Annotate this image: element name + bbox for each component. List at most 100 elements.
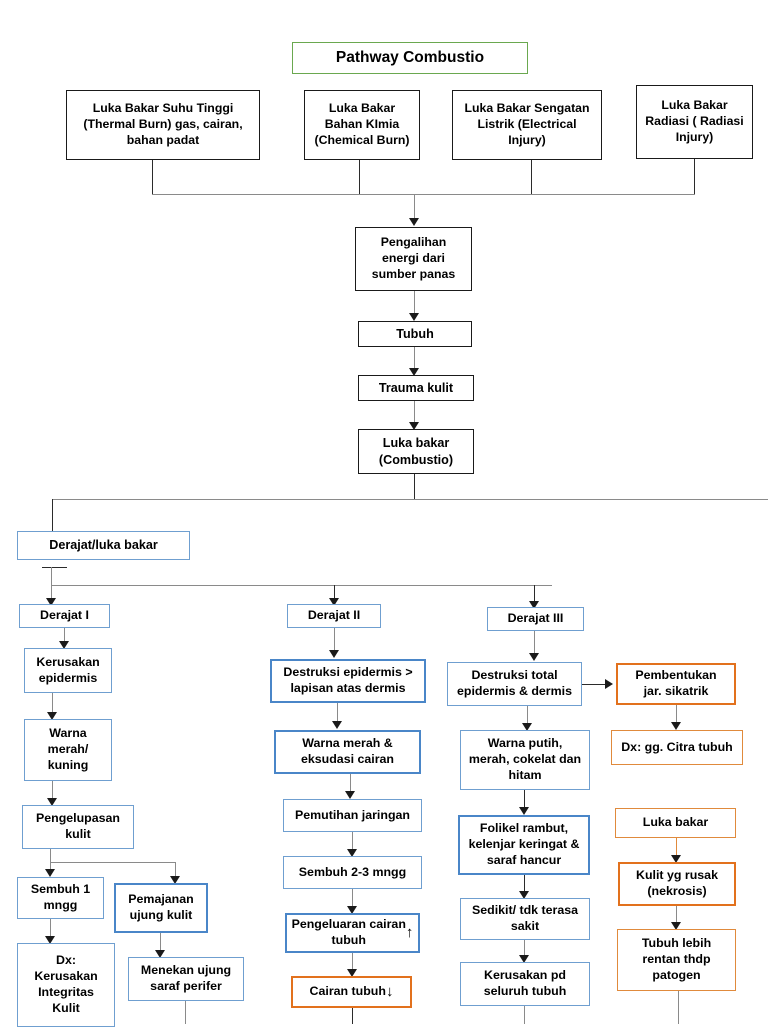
degree-box-derajat-3: Derajat III [487, 607, 584, 631]
connector-folikel-to-sedikit [524, 875, 526, 895]
arrow-into-cairan-tubuh [347, 969, 357, 977]
right-box-pembentukan-jar-sikatrik: Pembentukan jar. sikatrik [616, 663, 736, 705]
arrow-into-derajat2 [329, 598, 339, 606]
connector-derajat1-to-kerusakan [64, 628, 66, 644]
arrow-into-warna-putih [522, 723, 532, 731]
d2-pengeluaran-cairan-label: Pengeluaran cairan tubuh [291, 917, 406, 947]
connector-warna3-to-folikel [524, 790, 526, 812]
connector-thermal-down [152, 160, 154, 195]
connector-derajat2-to-destruksi [334, 628, 336, 652]
connector-cairan-down-offscreen [352, 1008, 354, 1024]
d3-box-destruksi-total: Destruksi total epidermis & dermis [447, 662, 582, 706]
arrow-into-destruksi-epidermis [329, 650, 339, 658]
arrow-into-derajat3 [529, 601, 539, 609]
arrow-into-pengeluaran-cairan [347, 906, 357, 914]
right-box-kulit-yg-rusak-nekrosis: Kulit yg rusak (nekrosis) [618, 862, 736, 906]
connector-bus-to-derajat2 [334, 585, 336, 600]
arrow-into-derajat1 [46, 598, 56, 606]
connector-lukabakar-to-kulit-rusak [676, 838, 678, 859]
d3-box-folikel-rambut: Folikel rambut, kelenjar keringat & sara… [458, 815, 590, 875]
connector-warna-to-pengelupasan [52, 781, 54, 803]
connector-bus-to-derajat3 [534, 585, 536, 603]
arrow-into-warna-merah-kuning [47, 712, 57, 720]
connector-pemajanan-to-menekan [160, 933, 162, 955]
d1-box-sembuh-1-mngg: Sembuh 1 mngg [17, 877, 104, 919]
diagram-title-box: Pathway Combustio [292, 42, 528, 74]
degree-box-derajat-1: Derajat I [19, 604, 110, 628]
connector-chemical-down [359, 160, 361, 195]
arrow-into-kerusakan-epidermis [59, 641, 69, 649]
d2-box-warna-merah-eksudasi: Warna merah & eksudasi cairan [274, 730, 421, 774]
down-arrow-icon: ↓ [385, 983, 394, 1001]
connector-radiation-down [694, 159, 696, 195]
connector-tubuh-to-trauma [414, 347, 416, 371]
connector-classifier-down [51, 567, 53, 587]
connector-warna-to-pemutihan [350, 774, 352, 796]
connector-pengelupasan-down [50, 849, 52, 863]
d2-box-cairan-tubuh: Cairan tubuh↓ [291, 976, 412, 1008]
up-arrow-icon: ↑ [405, 924, 414, 942]
arrow-into-warna-merah-eksudasi [332, 721, 342, 729]
connector-electrical-down [531, 160, 533, 195]
arrow-into-trauma-kulit [409, 368, 419, 376]
d3-box-kerusakan-pd-seluruh-tubuh: Kerusakan pd seluruh tubuh [460, 962, 590, 1006]
arrow-into-tubuh [409, 313, 419, 321]
connector-degrees-bus [51, 585, 552, 587]
arrow-into-folikel-rambut [519, 807, 529, 815]
right-box-dx-gg-citra-tubuh: Dx: gg. Citra tubuh [611, 730, 743, 765]
d2-box-pemutihan-jaringan: Pemutihan jaringan [283, 799, 422, 832]
d1-box-kerusakan-epidermis: Kerusakan epidermis [24, 648, 112, 693]
connector-sedikit-to-kerusakan-pd [524, 940, 526, 960]
arrow-into-sembuh-1-mngg [45, 869, 55, 877]
connector-pemutihan-to-sembuh23 [352, 832, 354, 854]
connector-destruksi-to-warna [337, 703, 339, 725]
d1-box-menekan-ujung-saraf-perifer: Menekan ujung saraf perifer [128, 957, 244, 1001]
arrow-into-tubuh-lebih-rentan [671, 922, 681, 930]
arrow-into-kerusakan-pd-seluruh [519, 955, 529, 963]
connector-pengeluaran-to-cairan [352, 953, 354, 974]
right-box-luka-bakar: Luka bakar [615, 808, 736, 838]
connector-sembuh23-to-pengeluaran [352, 889, 354, 911]
trunk-box-trauma-kulit: Trauma kulit [358, 375, 474, 401]
connector-bus-to-trunk [414, 194, 416, 221]
trunk-box-luka-bakar-combustio: Luka bakar (Combustio) [358, 429, 474, 474]
d2-box-destruksi-epidermis: Destruksi epidermis > lapisan atas dermi… [270, 659, 426, 703]
arrow-into-pengelupasan-kulit [47, 798, 57, 806]
connector-sikatrik-to-dx-citra [676, 705, 678, 727]
connector-causes-bus [152, 194, 695, 196]
connector-kulit-rusak-to-tubuh-rentan [676, 906, 678, 926]
connector-d1-split-bus [50, 862, 176, 864]
arrow-into-sedikit-tdk-terasa [519, 891, 529, 899]
trunk-box-tubuh: Tubuh [358, 321, 472, 347]
d1-box-dx-kerusakan-integritas-kulit: Dx: Kerusakan Integritas Kulit [17, 943, 115, 1027]
arrow-into-dx-citra-tubuh [671, 722, 681, 730]
trunk-box-pengalihan-energi: Pengalihan energi dari sumber panas [355, 227, 472, 291]
connector-sembuh1-to-dx [50, 919, 52, 941]
arrow-into-sembuh-2-3-mngg [347, 849, 357, 857]
connector-classifier-stub [42, 567, 67, 569]
d3-box-warna-putih-merah-cokelat-hitam: Warna putih, merah, cokelat dan hitam [460, 730, 590, 790]
connector-destruksi-to-warna3 [527, 706, 529, 728]
d1-box-pengelupasan-kulit: Pengelupasan kulit [22, 805, 134, 849]
cause-box-thermal-burn: Luka Bakar Suhu Tinggi (Thermal Burn) ga… [66, 90, 260, 160]
connector-destruksi-to-sikatrik [582, 684, 608, 686]
arrow-into-kulit-yg-rusak [671, 855, 681, 863]
degree-box-derajat-2: Derajat II [287, 604, 381, 628]
d3-box-sedikit-tdk-terasa-sakit: Sedikit/ tdk terasa sakit [460, 898, 590, 940]
connector-split-to-pemajanan [175, 862, 177, 878]
cause-box-chemical-burn: Luka Bakar Bahan KImia (Chemical Burn) [304, 90, 420, 160]
connector-kerusakan-to-warna [52, 693, 54, 715]
d2-box-pengeluaran-cairan-tubuh: Pengeluaran cairan tubuh↑ [285, 913, 420, 953]
arrow-into-pemajanan-ujung-kulit [170, 876, 180, 884]
connector-rentan-down-offscreen [678, 991, 680, 1024]
connector-widebus-to-derajat-classifier [52, 499, 54, 531]
connector-menekan-down-offscreen [185, 1001, 187, 1024]
connector-split-to-sembuh1 [50, 862, 52, 872]
d1-box-pemajanan-ujung-kulit: Pemajanan ujung kulit [114, 883, 208, 933]
classifier-box-derajat-luka-bakar: Derajat/luka bakar [17, 531, 190, 560]
cause-box-electrical-injury: Luka Bakar Sengatan Listrik (Electrical … [452, 90, 602, 160]
d1-box-warna-merah-kuning: Warna merah/ kuning [24, 719, 112, 781]
connector-trauma-to-lukabakar [414, 401, 416, 425]
arrow-into-destruksi-total [529, 653, 539, 661]
